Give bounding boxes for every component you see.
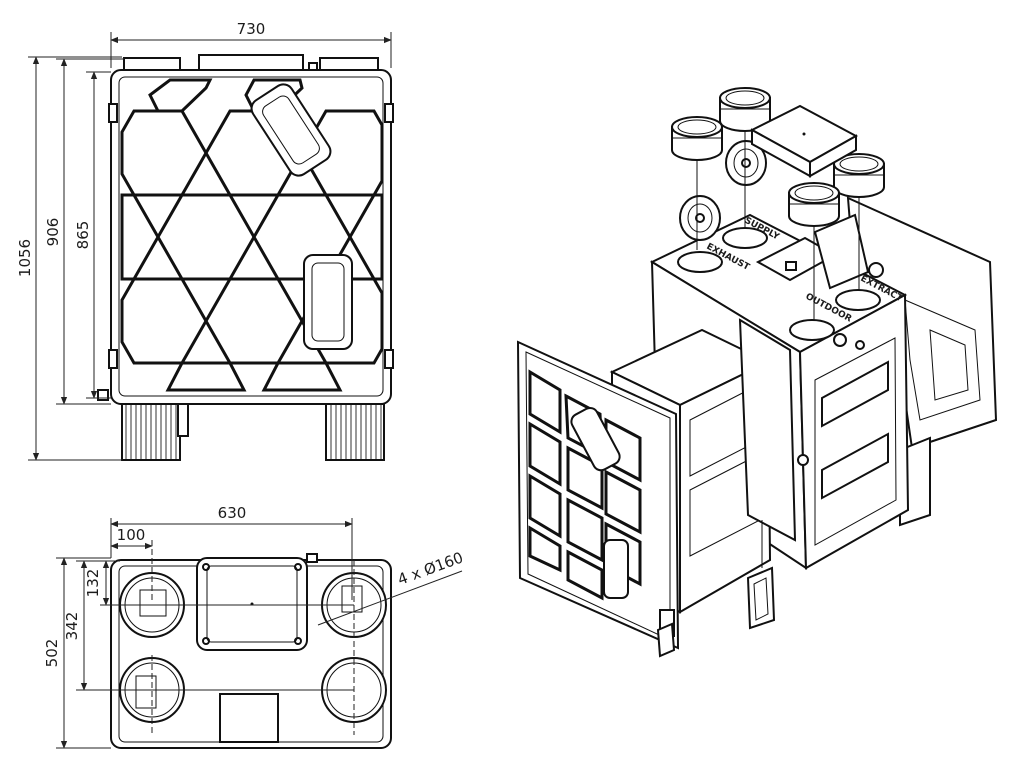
dim-width-630: 630: [218, 504, 247, 522]
damper-disc-2: [679, 195, 721, 241]
dim-offset-132: 132: [84, 569, 102, 598]
dim-depth-342: 342: [63, 612, 81, 641]
main-cabinet-side: [798, 293, 910, 570]
front-dimensions: [28, 32, 392, 461]
duct-collar-2: [719, 87, 771, 132]
hexagon-panel-pattern: [120, 78, 384, 392]
dim-height-865: 865: [74, 221, 92, 250]
top-view: [110, 553, 392, 749]
top-port-center: [198, 54, 304, 71]
front-view: [97, 54, 394, 461]
top-port-left: [123, 57, 181, 71]
foot-right: [325, 403, 385, 461]
lower-panel: [219, 693, 279, 743]
dim-depth-502: 502: [43, 639, 61, 668]
foot-left: [121, 403, 181, 461]
dim-height-1056: 1056: [16, 239, 34, 277]
duct-collar-3: [833, 153, 885, 198]
door-hexagon-pattern: [528, 369, 642, 601]
damper-disc-1: [725, 140, 767, 186]
door-handle-top: [250, 83, 332, 177]
top-port-right: [319, 57, 379, 71]
exploded-foot: [746, 566, 776, 630]
dim-offset-100: 100: [117, 526, 146, 544]
dim-width-730: 730: [237, 20, 266, 38]
dim-height-906: 906: [44, 218, 62, 247]
top-dimensions: [56, 518, 463, 749]
isometric-exploded-view: SUPPLY EXHAUST OUTDOOR EXTRACT: [516, 87, 998, 658]
door-handle-side: [303, 254, 353, 350]
duct-collar-4: [788, 182, 840, 227]
duct-collar-1: [671, 116, 723, 161]
